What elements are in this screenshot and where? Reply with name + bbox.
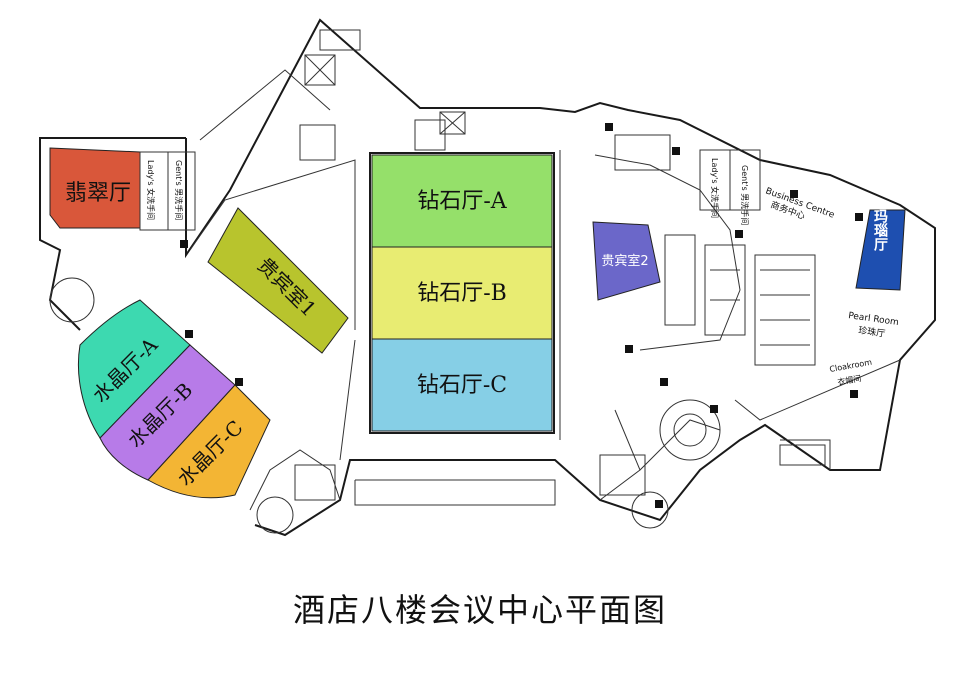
room-diamond-a[interactable]: 钻石厅-A — [371, 154, 553, 248]
ladies-left-label: Lady's 女洗手间 — [146, 160, 156, 220]
room-agate-area — [855, 209, 906, 291]
room-emerald-area — [49, 147, 141, 229]
room-agate[interactable]: 玛瑙厅 — [855, 209, 906, 291]
room-vip2[interactable]: 贵宾室2 — [592, 221, 661, 301]
restroom-right: Lady's 女洗手间 Gent's 男洗手间 — [699, 149, 761, 225]
business-centre: Business Centre 商务中心 — [764, 186, 836, 222]
gents-left-label: Gent's 男洗手间 — [174, 160, 184, 220]
room-diamond-b[interactable]: 钻石厅-B — [371, 246, 553, 340]
room-diamond-a-label: 钻石厅-A — [417, 189, 507, 214]
room-crystal-a-area — [77, 299, 191, 439]
room-diamond-b-label: 钻石厅-B — [417, 281, 507, 306]
room-vip2-label: 贵宾室2 — [601, 253, 648, 269]
gents-right-label: Gent's 男洗手间 — [740, 165, 750, 225]
room-crystal-c-area — [147, 384, 271, 499]
pearl-en-label: Pearl Room — [848, 311, 900, 328]
cloakroom: Cloakroom 衣帽间 — [829, 358, 873, 387]
pearl-room: Pearl Room 珍珠厅 — [848, 311, 900, 340]
cloak-cn-label: 衣帽间 — [837, 373, 862, 387]
room-vip1-area — [207, 207, 349, 354]
room-emerald-label: 翡翠厅 — [65, 181, 131, 206]
pearl-cn-label: 珍珠厅 — [858, 324, 886, 340]
cloak-en-label: Cloakroom — [829, 358, 873, 374]
page-title: 酒店八楼会议中心平面图 — [292, 591, 667, 629]
ladies-right-label: Lady's 女洗手间 — [710, 158, 720, 218]
restroom-left: Lady's 女洗手间 Gent's 男洗手间 — [139, 151, 196, 231]
room-diamond-a-area — [371, 154, 553, 248]
room-vip1[interactable]: 贵宾室1 — [207, 207, 349, 354]
room-vip2-area — [592, 221, 661, 301]
room-diamond-b-area — [371, 246, 553, 340]
room-crystal-c[interactable]: 水晶厅-C — [147, 384, 271, 499]
diamond-hall-outline — [369, 152, 555, 434]
room-diamond-c-label: 钻石厅-C — [417, 373, 507, 398]
room-diamond-c-area — [371, 338, 553, 432]
room-emerald[interactable]: 翡翠厅 — [49, 147, 141, 229]
room-diamond-c[interactable]: 钻石厅-C — [371, 338, 553, 432]
room-agate-label: 玛瑙厅 — [872, 209, 888, 252]
